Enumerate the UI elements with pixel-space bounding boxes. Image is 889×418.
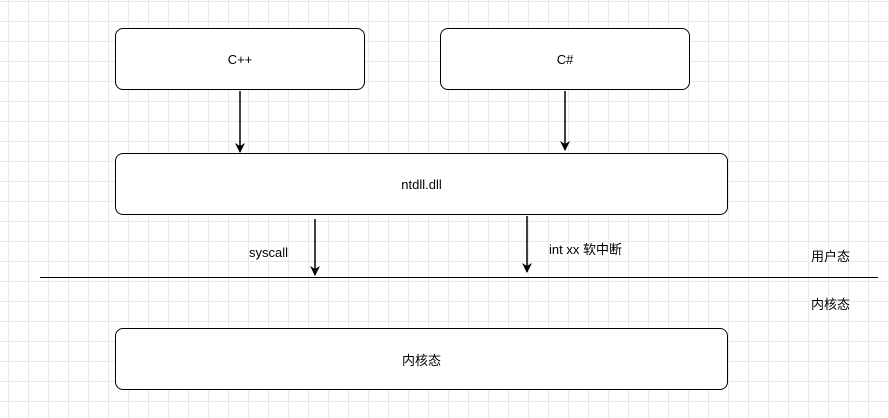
syscall-label: syscall [249, 245, 289, 260]
kernel-mode-label: 内核态 [811, 297, 851, 312]
cpp-box: C++ [115, 28, 365, 90]
csharp-box: C# [440, 28, 690, 90]
user-mode-label: 用户态 [811, 249, 851, 264]
ntdll-box-label: ntdll.dll [401, 176, 442, 192]
cpp-box-label: C++ [227, 51, 253, 67]
user-kernel-boundary-line [40, 277, 878, 278]
csharp-box-label: C# [556, 51, 574, 67]
ntdll-box: ntdll.dll [115, 153, 728, 215]
kernel-box: 内核态 [115, 328, 728, 390]
int-interrupt-label: int xx 软中断 [549, 242, 622, 257]
kernel-box-label: 内核态 [401, 352, 441, 368]
